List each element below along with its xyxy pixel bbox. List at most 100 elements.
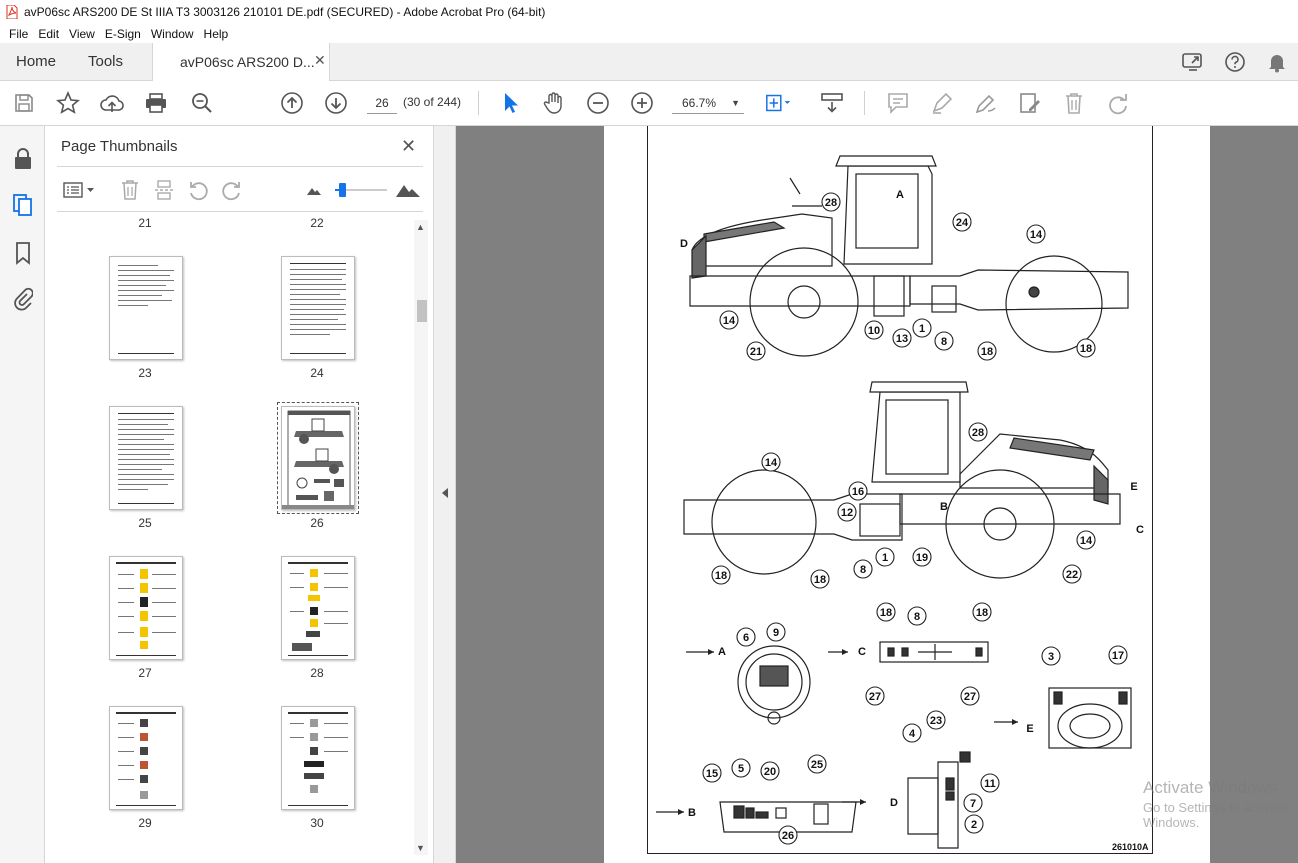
diagram-callout-number: 16 xyxy=(852,486,864,498)
scroll-down-icon[interactable]: ▼ xyxy=(416,843,425,853)
thumbnail-label: 30 xyxy=(310,816,324,830)
redo-icon[interactable] xyxy=(1104,89,1132,117)
thumbnail-page-30[interactable] xyxy=(281,706,355,810)
diagram-callout-number: 18 xyxy=(880,607,892,619)
diagram-callout-number: 18 xyxy=(1080,343,1092,355)
zoom-level-dropdown[interactable]: 66.7% ▼ xyxy=(672,92,744,114)
menu-view[interactable]: View xyxy=(69,26,95,41)
thumbnail-options-menu-icon[interactable] xyxy=(61,178,97,202)
save-icon[interactable] xyxy=(10,89,38,117)
next-page-icon[interactable] xyxy=(322,89,350,117)
thumbnail-page-24[interactable] xyxy=(281,256,355,360)
select-cursor-icon[interactable] xyxy=(496,89,524,117)
thumbnail-page-26-selected[interactable] xyxy=(277,402,359,514)
diagram-callout-number: 13 xyxy=(896,333,908,345)
highlight-pen-icon[interactable] xyxy=(928,89,956,117)
close-panel-icon[interactable]: ✕ xyxy=(401,136,417,156)
menu-window[interactable]: Window xyxy=(150,26,194,41)
thumbnail-scrollbar[interactable]: ▲ ▼ xyxy=(414,220,428,855)
comment-icon[interactable] xyxy=(884,89,912,117)
bookmark-icon[interactable] xyxy=(8,238,38,268)
thumbnail-toolbar xyxy=(57,174,423,204)
delete-trash-icon[interactable] xyxy=(1060,89,1088,117)
left-navigation-rail xyxy=(0,126,45,863)
menu-edit[interactable]: Edit xyxy=(38,26,60,41)
small-mountain-icon xyxy=(301,178,327,202)
callout-circle xyxy=(821,192,841,212)
thumbnail-page-27[interactable] xyxy=(109,556,183,660)
tab-document[interactable]: avP06sc ARS200 D... ✕ xyxy=(152,43,330,81)
previous-page-icon[interactable] xyxy=(278,89,306,117)
callout-circle xyxy=(892,328,912,348)
thumbnail-page-25[interactable] xyxy=(109,406,183,510)
thumbnail-page-28[interactable] xyxy=(281,556,355,660)
menu-esign[interactable]: E-Sign xyxy=(104,26,141,41)
close-tab-icon[interactable]: ✕ xyxy=(314,52,326,68)
zoom-in-icon[interactable] xyxy=(628,89,656,117)
tab-home[interactable]: Home xyxy=(16,53,57,70)
scroll-mode-icon[interactable] xyxy=(818,89,846,117)
extract-pages-icon[interactable] xyxy=(151,178,177,202)
scroll-up-icon[interactable]: ▲ xyxy=(416,222,425,232)
thumbnail-page-29[interactable] xyxy=(109,706,183,810)
upload-cloud-icon[interactable] xyxy=(98,89,126,117)
page-number-input[interactable] xyxy=(367,92,397,114)
menu-bar: File Edit View E-Sign Window Help xyxy=(0,24,1298,43)
thumbnail-page-23[interactable] xyxy=(109,256,183,360)
thumbnail-label: 26 xyxy=(310,516,324,530)
page-thumbnails-icon[interactable] xyxy=(8,190,38,220)
diagram-callout-number: 14 xyxy=(1030,229,1043,241)
callout-circle xyxy=(719,310,739,330)
print-icon[interactable] xyxy=(142,89,170,117)
menu-help[interactable]: Help xyxy=(203,26,229,41)
callout-circle xyxy=(807,754,827,774)
fill-sign-icon[interactable] xyxy=(1016,89,1044,117)
diagram-callout-number: 18 xyxy=(981,346,993,358)
callout-circle xyxy=(702,763,722,783)
attachment-paperclip-icon[interactable] xyxy=(8,284,38,314)
diagram-callout-number: 1 xyxy=(882,552,888,564)
lock-icon[interactable] xyxy=(8,144,38,174)
collapse-panel-icon[interactable] xyxy=(442,488,448,498)
diagram-view-label: B xyxy=(688,807,696,819)
draw-pen-icon[interactable] xyxy=(972,89,1000,117)
callout-circle xyxy=(736,627,756,647)
diagram-view-label: C xyxy=(1136,524,1144,536)
menu-file[interactable]: File xyxy=(9,26,29,41)
callout-circle xyxy=(876,602,896,622)
diagram-callout-number: 14 xyxy=(723,315,736,327)
delete-pages-icon[interactable] xyxy=(117,178,143,202)
callout-circle xyxy=(778,825,798,845)
callout-circle xyxy=(1108,645,1128,665)
diagram-callout-number: 18 xyxy=(976,607,988,619)
diagram-callout-number: 19 xyxy=(916,552,928,564)
thumbnail-label: 24 xyxy=(310,366,324,380)
callout-circle xyxy=(837,502,857,522)
diagram-view-label: C xyxy=(858,646,866,658)
tab-tools[interactable]: Tools xyxy=(88,53,124,70)
diagram-callout-number: 6 xyxy=(743,632,749,644)
help-icon[interactable] xyxy=(1214,49,1256,75)
diagram-callout-number: 18 xyxy=(814,574,826,586)
diagram-callout-number: 14 xyxy=(1080,535,1093,547)
thumbnail-size-slider[interactable] xyxy=(333,178,389,202)
callout-circle xyxy=(760,761,780,781)
panel-splitter[interactable] xyxy=(434,126,456,863)
zoom-search-icon[interactable] xyxy=(188,89,216,117)
share-screen-icon[interactable] xyxy=(1172,49,1214,75)
page-frame xyxy=(647,126,1153,854)
rotate-clockwise-icon[interactable] xyxy=(219,178,245,202)
zoom-out-icon[interactable] xyxy=(584,89,612,117)
hand-tool-icon[interactable] xyxy=(540,89,568,117)
notification-bell-icon[interactable] xyxy=(1256,49,1298,75)
rotate-counterclockwise-icon[interactable] xyxy=(185,178,211,202)
scrollbar-thumb[interactable] xyxy=(417,300,427,322)
diagram-callout-number: 27 xyxy=(869,691,881,703)
diagram-callout-number: 21 xyxy=(750,346,762,358)
callout-circle xyxy=(977,341,997,361)
fit-page-icon[interactable] xyxy=(764,89,792,117)
bookmark-star-icon[interactable] xyxy=(54,89,82,117)
callout-circle xyxy=(912,547,932,567)
